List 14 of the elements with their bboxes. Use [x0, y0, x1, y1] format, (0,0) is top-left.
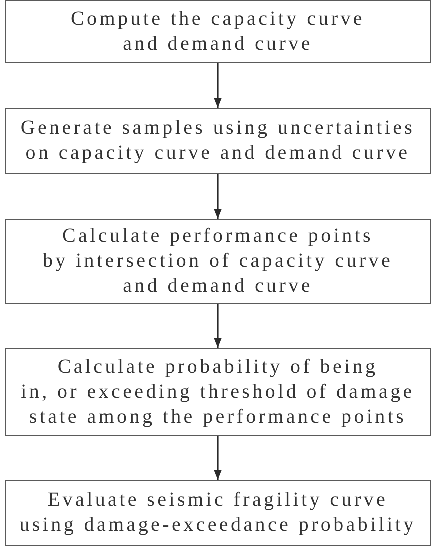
arrow	[214, 63, 222, 108]
step-text: Evaluate seismic fragility curve using damage-exceedance probability	[18, 488, 418, 538]
process-box	[5, 219, 431, 304]
arrow	[214, 304, 222, 348]
step-text: Generate samples using uncertainties on capacity curve and demand curve	[20, 116, 416, 166]
process-box	[5, 0, 431, 63]
process-box	[5, 348, 431, 436]
step-text: Calculate performance points by intersection of capacity curve and demand curve	[42, 224, 394, 299]
arrow	[214, 174, 222, 219]
step-text: Compute the capacity curve and demand curve	[70, 6, 366, 56]
step-text: Calculate probability of being in, or exceeding threshold of damage state among the performance points	[20, 354, 416, 430]
process-box	[5, 108, 431, 174]
process-box	[5, 480, 431, 546]
arrow	[214, 436, 222, 480]
